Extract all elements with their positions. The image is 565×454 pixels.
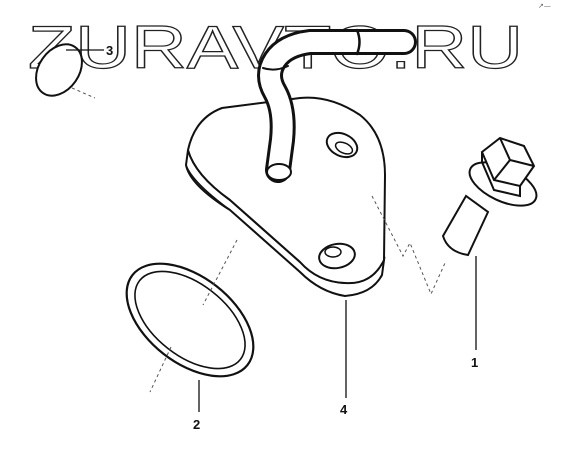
callout-plug: 3 [106, 43, 114, 58]
flange-hole-lower [318, 242, 356, 270]
plug-disc [35, 43, 83, 97]
callout-bolt: 1 [471, 355, 479, 370]
callout-gasket: 2 [193, 417, 201, 432]
callout-flange: 4 [340, 402, 348, 417]
bent-pipe [257, 28, 417, 183]
assembly-guide-lines [71, 87, 446, 393]
flange-hole-upper [325, 131, 359, 159]
corner-mark: ↗— [538, 2, 551, 10]
gasket-ring [125, 262, 255, 378]
hex-bolt [441, 136, 538, 257]
callout-leaders [66, 49, 477, 412]
